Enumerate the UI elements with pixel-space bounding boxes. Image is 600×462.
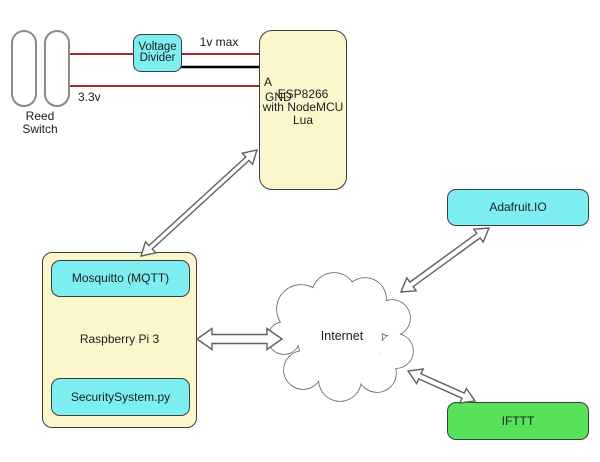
adafruit-io-label: Adafruit.IO bbox=[489, 200, 547, 214]
voltage-divider-label: Voltage Divider bbox=[138, 40, 177, 64]
wire-label-1v-max: 1v max bbox=[199, 35, 239, 49]
raspberry-pi-node: Mosquitto (MQTT) Raspberry Pi 3 Security… bbox=[42, 252, 197, 428]
wire-label-3-3v: 3.3v bbox=[78, 90, 101, 104]
arrow-internet-ifttt bbox=[406, 368, 477, 404]
raspberry-pi-label: Raspberry Pi 3 bbox=[79, 332, 160, 346]
security-system-label: SecuritySystem.py bbox=[70, 389, 171, 404]
internet-label: Internet bbox=[320, 329, 364, 343]
voltage-divider-node: Voltage Divider bbox=[133, 34, 182, 72]
esp8266-pin-a-label: A bbox=[264, 75, 273, 89]
security-system-node: SecuritySystem.py bbox=[51, 378, 190, 416]
arrow-esp8266-mosquitto bbox=[139, 149, 259, 257]
reed-switch-contact-left bbox=[11, 30, 37, 107]
ifttt-label: IFTTT bbox=[501, 413, 535, 428]
mosquitto-node: Mosquitto (MQTT) bbox=[51, 260, 190, 297]
reed-switch-label: Reed Switch bbox=[22, 109, 58, 136]
esp8266-pin-gnd-label: GND bbox=[265, 90, 292, 104]
reed-switch-contact-right bbox=[44, 30, 70, 107]
arrow-raspberrypi-internet bbox=[195, 327, 284, 351]
ifttt-node: IFTTT bbox=[447, 402, 589, 440]
esp8266-node: A GND ESP8266 with NodeMCU Lua bbox=[259, 30, 347, 190]
mosquitto-label: Mosquitto (MQTT) bbox=[71, 271, 170, 285]
esp8266-label: ESP8266 with NodeMCU Lua bbox=[262, 87, 344, 127]
adafruit-io-node: Adafruit.IO bbox=[447, 189, 589, 226]
arrow-internet-adafruit bbox=[399, 227, 491, 293]
